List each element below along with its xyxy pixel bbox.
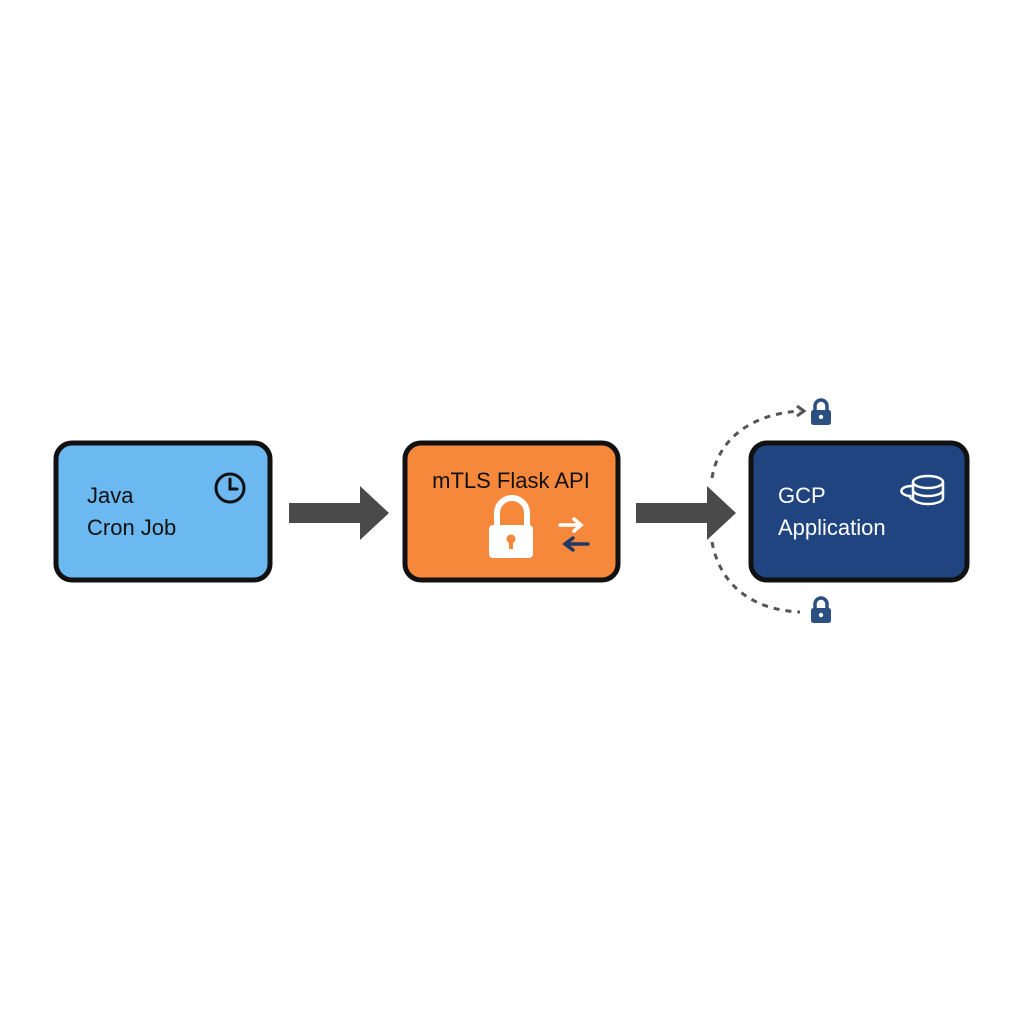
database-icon xyxy=(900,474,945,506)
arrow-api-to-gcp xyxy=(636,486,736,540)
arrow-cron-to-api xyxy=(289,486,389,540)
swap-arrows-icon xyxy=(558,517,590,552)
padlock-icon xyxy=(489,495,533,558)
dashed-link-top xyxy=(710,409,801,479)
java-cron-job-box xyxy=(53,440,273,583)
clock-icon xyxy=(214,472,246,504)
node-mtls-flask-api: mTLS Flask API xyxy=(402,440,621,583)
node-gcp-application: GCP Application xyxy=(748,440,970,583)
dashed-link-top-arrowhead xyxy=(796,404,807,418)
gcp-application-label-line-1: GCP xyxy=(778,483,826,508)
java-cron-job-label-line-1: Java xyxy=(87,483,134,508)
dashed-link-bottom xyxy=(710,541,801,614)
lock-icon xyxy=(811,398,831,425)
gcp-application-box xyxy=(748,440,970,583)
mtls-flask-api-label: mTLS Flask API xyxy=(432,468,590,493)
gcp-application-label-line-2: Application xyxy=(778,515,886,540)
mtls-flask-api-box xyxy=(402,440,621,583)
java-cron-job-label-line-2: Cron Job xyxy=(87,515,176,540)
node-java-cron-job: Java Cron Job xyxy=(53,440,273,583)
lock-icon xyxy=(811,596,831,623)
